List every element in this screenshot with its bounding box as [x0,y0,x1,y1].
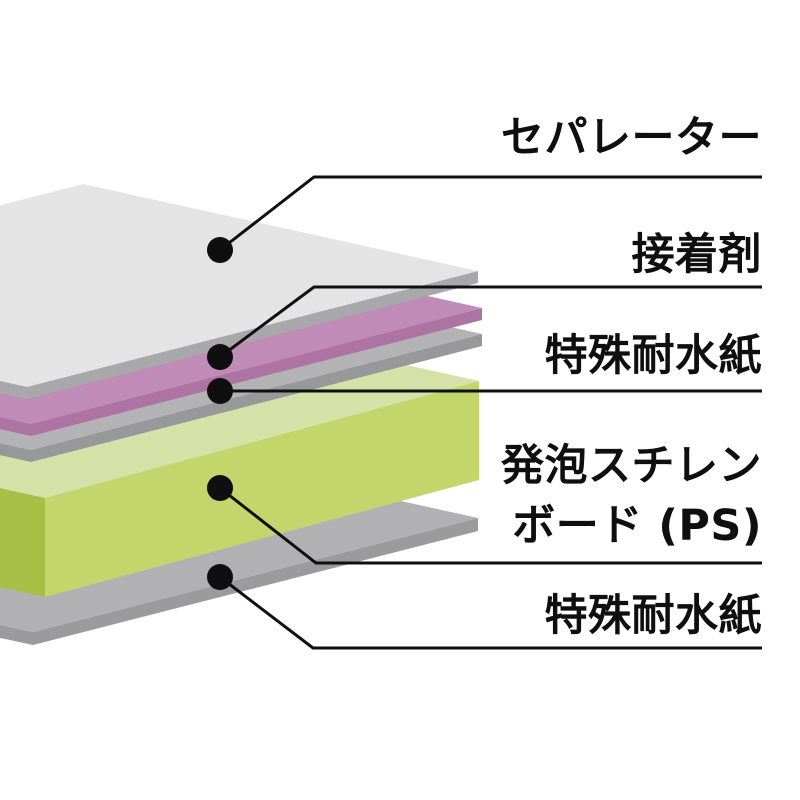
callout-labels: セパレーター 接着剤 特殊耐水紙 発泡スチレン ボード (PS) 特殊耐水紙 [501,113,762,641]
waterproof-paper-bottom-edge [0,518,478,645]
label-waterproof-paper-bottom: 特殊耐水紙 [545,591,763,641]
label-ps-board-line2: ボード (PS) [512,501,762,551]
separator-face [0,184,478,387]
layer-separator [0,184,478,399]
label-adhesive: 接着剤 [632,230,763,280]
callout-line-ps-board [219,486,762,565]
adhesive-edge [0,308,482,436]
separator-edge [0,271,478,399]
callout-dot-waterproof-paper-bottom [207,564,233,590]
label-ps-board-line1: 発泡スチレン [501,441,762,491]
callout-line-adhesive [219,285,762,359]
waterproof-paper-top-edge [0,334,482,462]
callout-dots [207,237,233,590]
callout-line-separator [219,175,762,252]
callout-lines [219,175,762,650]
callout-dot-waterproof-paper-top [207,378,233,404]
callout-dot-ps-board [207,475,233,501]
callout-dot-adhesive [207,344,233,370]
ps-board-left-face [0,488,45,597]
label-separator: セパレーター [501,113,762,163]
ps-board-front-face [45,381,479,597]
label-waterproof-paper-top: 特殊耐水紙 [545,331,763,381]
callout-dot-separator [207,237,233,263]
callout-line-waterproof-paper-bottom [219,575,762,650]
